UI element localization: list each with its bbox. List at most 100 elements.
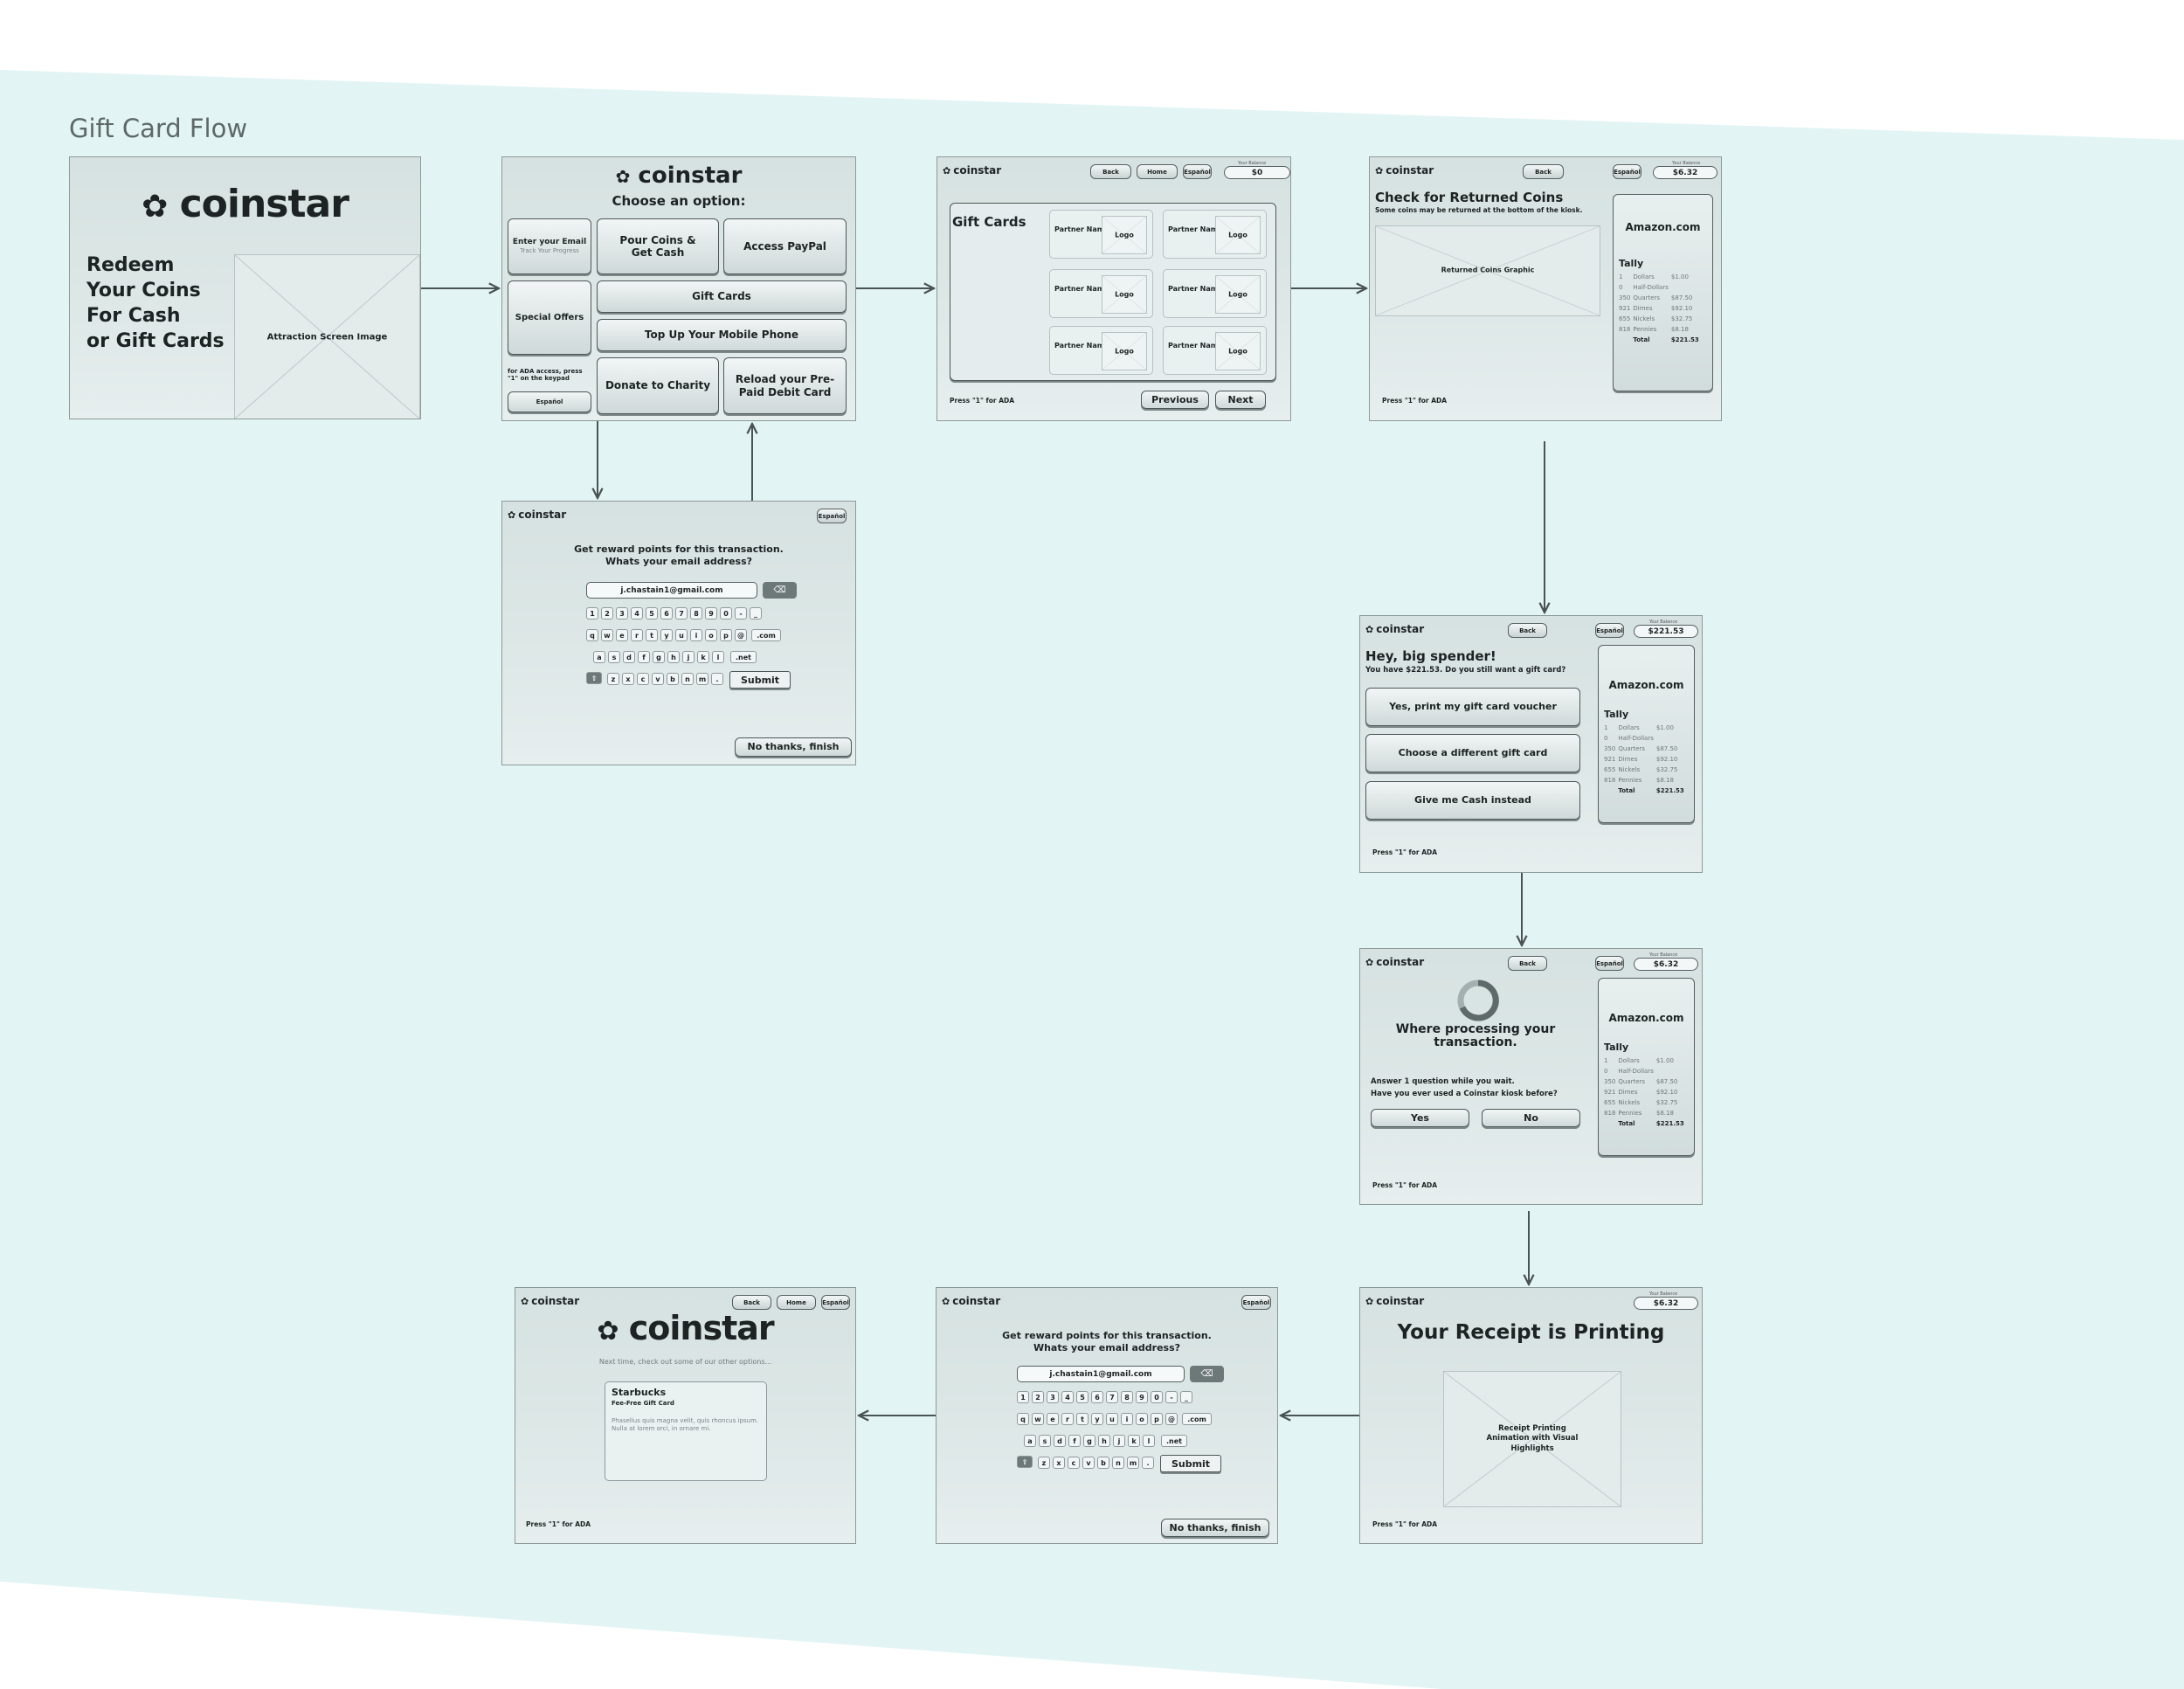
key[interactable]: k bbox=[1128, 1435, 1140, 1447]
key[interactable]: t bbox=[1076, 1413, 1089, 1425]
backspace-key[interactable]: ⌫ bbox=[763, 582, 797, 599]
donate-charity-button[interactable]: Donate to Charity bbox=[597, 357, 719, 414]
print-voucher-button[interactable]: Yes, print my gift card voucher bbox=[1365, 688, 1580, 726]
key[interactable]: 7 bbox=[1106, 1391, 1118, 1403]
key[interactable]: u bbox=[1106, 1413, 1118, 1425]
key-dot-com[interactable]: .com bbox=[1182, 1413, 1212, 1425]
reload-debit-button[interactable]: Reload your Pre-Paid Debit Card bbox=[723, 357, 847, 414]
key[interactable]: 6 bbox=[660, 607, 673, 620]
key[interactable]: 5 bbox=[646, 607, 658, 620]
key[interactable]: - bbox=[735, 607, 747, 620]
key-dot-net[interactable]: .net bbox=[1161, 1435, 1187, 1447]
back-button[interactable]: Back bbox=[1508, 623, 1547, 638]
key[interactable]: w bbox=[601, 629, 613, 641]
key[interactable]: f bbox=[1068, 1435, 1081, 1447]
key[interactable]: t bbox=[646, 629, 658, 641]
key[interactable]: 4 bbox=[631, 607, 643, 620]
no-thanks-finish-button[interactable]: No thanks, finish bbox=[1161, 1519, 1269, 1537]
key[interactable]: m bbox=[696, 673, 708, 685]
key-dot-net[interactable]: .net bbox=[730, 651, 757, 663]
submit-button[interactable]: Submit bbox=[729, 671, 791, 689]
key[interactable]: g bbox=[1083, 1435, 1095, 1447]
key[interactable]: v bbox=[652, 673, 664, 685]
key[interactable]: x bbox=[1053, 1457, 1065, 1469]
shift-key-icon[interactable]: ⇧ bbox=[1017, 1456, 1033, 1468]
access-paypal-button[interactable]: Access PayPal bbox=[723, 218, 847, 274]
key[interactable]: 7 bbox=[675, 607, 688, 620]
key[interactable]: v bbox=[1082, 1457, 1095, 1469]
espanol-button[interactable]: Español bbox=[1595, 623, 1624, 638]
key[interactable]: d bbox=[1054, 1435, 1066, 1447]
key[interactable]: c bbox=[637, 673, 649, 685]
key[interactable]: 8 bbox=[690, 607, 702, 620]
key[interactable]: f bbox=[638, 651, 650, 663]
key[interactable]: @ bbox=[1165, 1413, 1178, 1425]
back-button[interactable]: Back bbox=[1508, 956, 1547, 971]
starbucks-offer-card[interactable]: Starbucks Fee-Free Gift Card Phasellus q… bbox=[605, 1381, 767, 1481]
key[interactable]: x bbox=[622, 673, 634, 685]
key[interactable]: z bbox=[607, 673, 619, 685]
key[interactable]: h bbox=[667, 651, 680, 663]
key[interactable]: 4 bbox=[1061, 1391, 1074, 1403]
key[interactable]: w bbox=[1032, 1413, 1044, 1425]
key[interactable]: n bbox=[1112, 1457, 1124, 1469]
key[interactable]: p bbox=[1151, 1413, 1163, 1425]
back-button[interactable]: Back bbox=[732, 1295, 771, 1310]
next-button[interactable]: Next bbox=[1215, 391, 1266, 409]
key[interactable]: 8 bbox=[1121, 1391, 1133, 1403]
key-dot-com[interactable]: .com bbox=[751, 629, 781, 641]
attract-screen[interactable]: ✿ coinstar Redeem Your Coins For Cash or… bbox=[69, 156, 421, 419]
backspace-key[interactable]: ⌫ bbox=[1190, 1366, 1224, 1382]
pour-coins-button[interactable]: Pour Coins & Get Cash bbox=[597, 218, 719, 274]
espanol-button[interactable]: Español bbox=[821, 1295, 850, 1310]
key[interactable]: z bbox=[1038, 1457, 1050, 1469]
key[interactable]: p bbox=[720, 629, 732, 641]
key[interactable]: a bbox=[593, 651, 605, 663]
back-button[interactable]: Back bbox=[1090, 164, 1131, 179]
key[interactable]: 3 bbox=[1047, 1391, 1059, 1403]
key[interactable]: 6 bbox=[1091, 1391, 1103, 1403]
key[interactable]: 3 bbox=[616, 607, 628, 620]
key[interactable]: s bbox=[608, 651, 620, 663]
key[interactable]: o bbox=[1136, 1413, 1148, 1425]
key[interactable]: m bbox=[1127, 1457, 1139, 1469]
key[interactable]: 2 bbox=[601, 607, 613, 620]
key[interactable]: j bbox=[682, 651, 695, 663]
key[interactable]: e bbox=[616, 629, 628, 641]
key[interactable]: - bbox=[1165, 1391, 1178, 1403]
key[interactable]: s bbox=[1039, 1435, 1051, 1447]
key[interactable]: o bbox=[705, 629, 717, 641]
key[interactable]: 0 bbox=[720, 607, 732, 620]
key[interactable]: 0 bbox=[1151, 1391, 1163, 1403]
key[interactable]: h bbox=[1098, 1435, 1110, 1447]
key[interactable]: 9 bbox=[705, 607, 717, 620]
espanol-button[interactable]: Español bbox=[1183, 164, 1212, 179]
espanol-button[interactable]: Español bbox=[817, 509, 847, 523]
key[interactable]: 1 bbox=[586, 607, 598, 620]
no-thanks-finish-button[interactable]: No thanks, finish bbox=[735, 737, 852, 757]
key[interactable]: l bbox=[712, 651, 724, 663]
key[interactable]: 9 bbox=[1136, 1391, 1148, 1403]
key[interactable]: . bbox=[1142, 1457, 1154, 1469]
key[interactable]: k bbox=[697, 651, 709, 663]
home-button[interactable]: Home bbox=[777, 1295, 816, 1310]
key[interactable]: b bbox=[667, 673, 679, 685]
key[interactable]: q bbox=[1017, 1413, 1029, 1425]
no-button[interactable]: No bbox=[1482, 1109, 1580, 1127]
key[interactable]: @ bbox=[735, 629, 747, 641]
key[interactable]: d bbox=[623, 651, 635, 663]
key[interactable]: u bbox=[675, 629, 688, 641]
espanol-button[interactable]: Español bbox=[1595, 956, 1624, 971]
key[interactable]: q bbox=[586, 629, 598, 641]
key[interactable]: . bbox=[711, 673, 723, 685]
key[interactable]: i bbox=[1121, 1413, 1133, 1425]
key[interactable]: 2 bbox=[1032, 1391, 1044, 1403]
yes-button[interactable]: Yes bbox=[1371, 1109, 1469, 1127]
previous-button[interactable]: Previous bbox=[1141, 391, 1209, 409]
key[interactable]: b bbox=[1097, 1457, 1109, 1469]
